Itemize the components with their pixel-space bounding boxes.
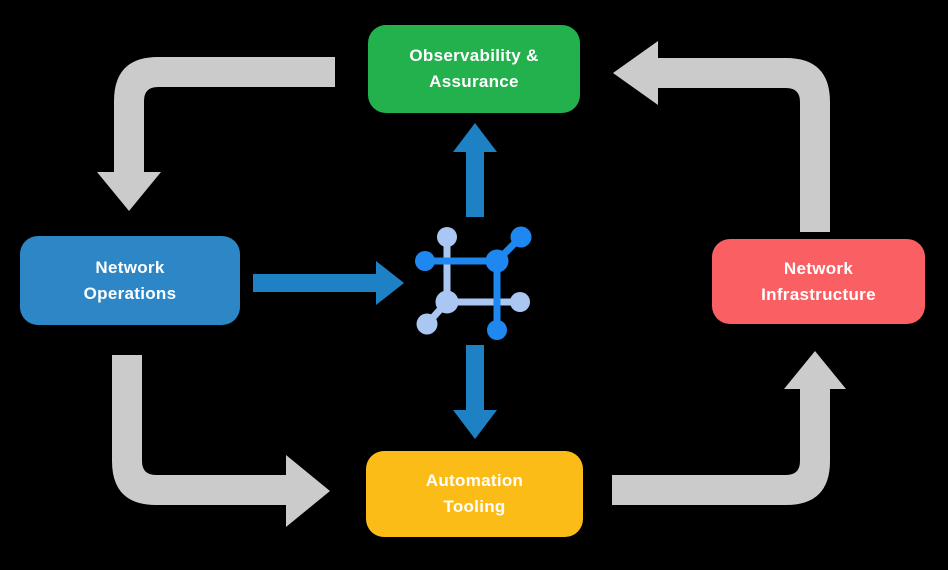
node-network-operations: Network Operations <box>20 236 240 325</box>
node-observability-assurance: Observability & Assurance <box>368 25 580 113</box>
node-network-infrastructure: Network Infrastructure <box>712 239 925 324</box>
node-label-line: Infrastructure <box>761 284 876 304</box>
arrow-infrastructure-to-observability <box>613 41 830 232</box>
node-label-line: Assurance <box>429 72 519 91</box>
blue-center-arrows <box>253 123 497 439</box>
node-label-line: Operations <box>83 283 177 303</box>
node-label-line: Automation <box>425 471 524 490</box>
arrow-center-to-automation <box>453 345 497 439</box>
node-automation-tooling: Automation Tooling <box>366 451 583 537</box>
arrow-operations-to-center <box>253 261 404 305</box>
node-label-line: Network <box>95 257 165 277</box>
gray-cycle-arrows <box>97 41 846 527</box>
arrow-center-to-observability <box>453 123 497 217</box>
icon-dark-half <box>415 226 532 340</box>
arrow-automation-to-infrastructure <box>612 351 846 505</box>
node-label-line: Network <box>783 258 854 278</box>
arrow-observability-to-operations <box>97 57 335 211</box>
node-label-line: Observability & <box>409 46 539 65</box>
icon-light-half <box>416 227 530 335</box>
network-automation-icon <box>415 226 532 340</box>
node-label-line: Tooling <box>443 497 506 516</box>
arrow-operations-to-automation <box>112 355 330 527</box>
